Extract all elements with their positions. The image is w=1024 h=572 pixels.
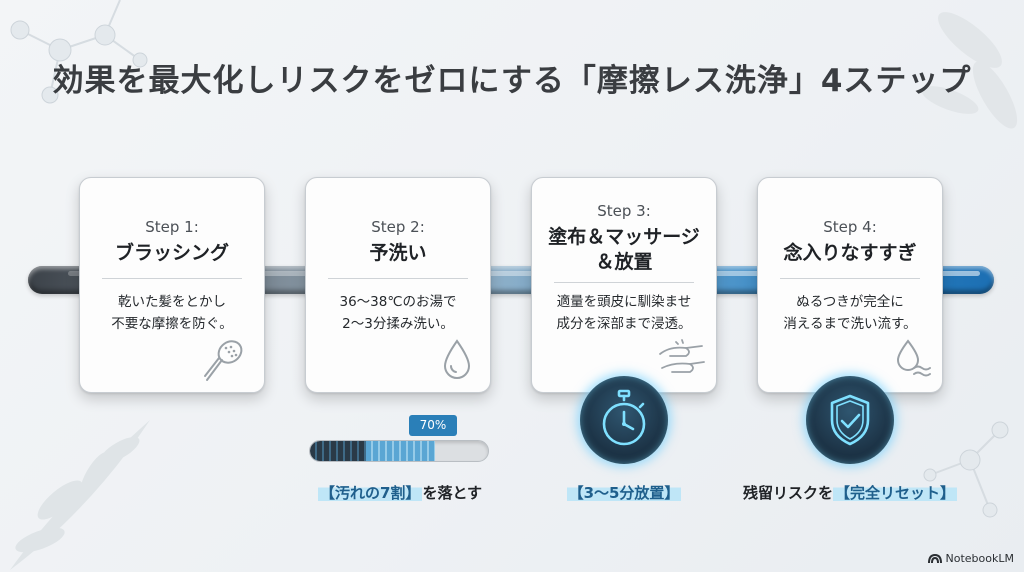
brand-watermark: NotebookLM (927, 552, 1014, 565)
step-description-line2: 不要な摩擦を防ぐ。 (111, 316, 233, 332)
water-wave-icon (896, 339, 931, 377)
progress-percent-badge: 70% (409, 415, 457, 436)
step-description-line1: ぬるつきが完全に (796, 294, 904, 310)
progress-bar (309, 440, 489, 462)
step-card-2: Step 2: 予洗い 36〜38℃のお湯で 2〜3分揉み洗い。 (305, 177, 491, 393)
step4-caption: 残留リスクを【完全リセット】 (720, 482, 980, 503)
hairbrush-icon (204, 340, 243, 381)
step-description-line1: 36〜38℃のお湯で (339, 294, 457, 310)
page-title: 効果を最大化しリスクをゼロにする「摩擦レス洗浄」4ステップ (52, 63, 972, 99)
step-title: ブラッシング (114, 242, 229, 264)
step-title: 念入りなすすぎ (783, 242, 917, 264)
step-description-line2: 成分を深部まで浸透。 (556, 316, 692, 332)
shield-check-icon (806, 376, 894, 464)
step-title: 予洗い (369, 242, 427, 264)
step-card-3: Step 3: 塗布＆マッサージ ＆放置 適量を頭皮に馴染ませ 成分を深部まで浸… (531, 177, 717, 393)
step2-caption: 【汚れの7割】を落とす (305, 482, 495, 503)
leaf-decoration-bottom-left (10, 420, 150, 570)
step-title-line1: 塗布＆マッサージ (548, 226, 700, 248)
divider (102, 278, 242, 279)
step4-caption-text: 残留リスクを (742, 484, 833, 502)
notebooklm-logo-icon (927, 553, 942, 563)
step-card-1: Step 1: ブラッシング 乾いた髪をとかし 不要な摩擦を防ぐ。 (79, 177, 265, 393)
step-description-line2: 2〜3分揉み洗い。 (342, 316, 454, 332)
step-description-line1: 適量を頭皮に馴染ませ (556, 294, 692, 310)
step-card-4: Step 4: 念入りなすすぎ ぬるつきが完全に 消えるまで洗い流す。 (757, 177, 943, 393)
water-drop-icon (443, 339, 471, 379)
step-number: Step 1: (145, 218, 199, 236)
hands-massage-icon (659, 339, 705, 373)
step2-caption-highlight: 【汚れの7割】 (317, 484, 423, 502)
molecule-decoration-right (923, 421, 1009, 518)
step-number: Step 3: (597, 202, 651, 220)
step-number: Step 4: (823, 218, 877, 236)
progress-bar-fill (310, 441, 435, 461)
stopwatch-icon (580, 376, 668, 464)
divider (554, 282, 694, 283)
divider (328, 278, 468, 279)
step3-caption: 【3〜5分放置】 (531, 482, 717, 503)
step4-caption-highlight: 【完全リセット】 (833, 484, 958, 502)
divider (780, 278, 920, 279)
step2-caption-text: を落とす (422, 484, 482, 502)
brand-name: NotebookLM (945, 552, 1014, 565)
step-title-line2: ＆放置 (595, 251, 653, 273)
step-number: Step 2: (371, 218, 425, 236)
step-description-line1: 乾いた髪をとかし (118, 294, 226, 310)
step3-caption-highlight: 【3〜5分放置】 (566, 484, 682, 502)
step-description-line2: 消えるまで洗い流す。 (783, 316, 917, 332)
